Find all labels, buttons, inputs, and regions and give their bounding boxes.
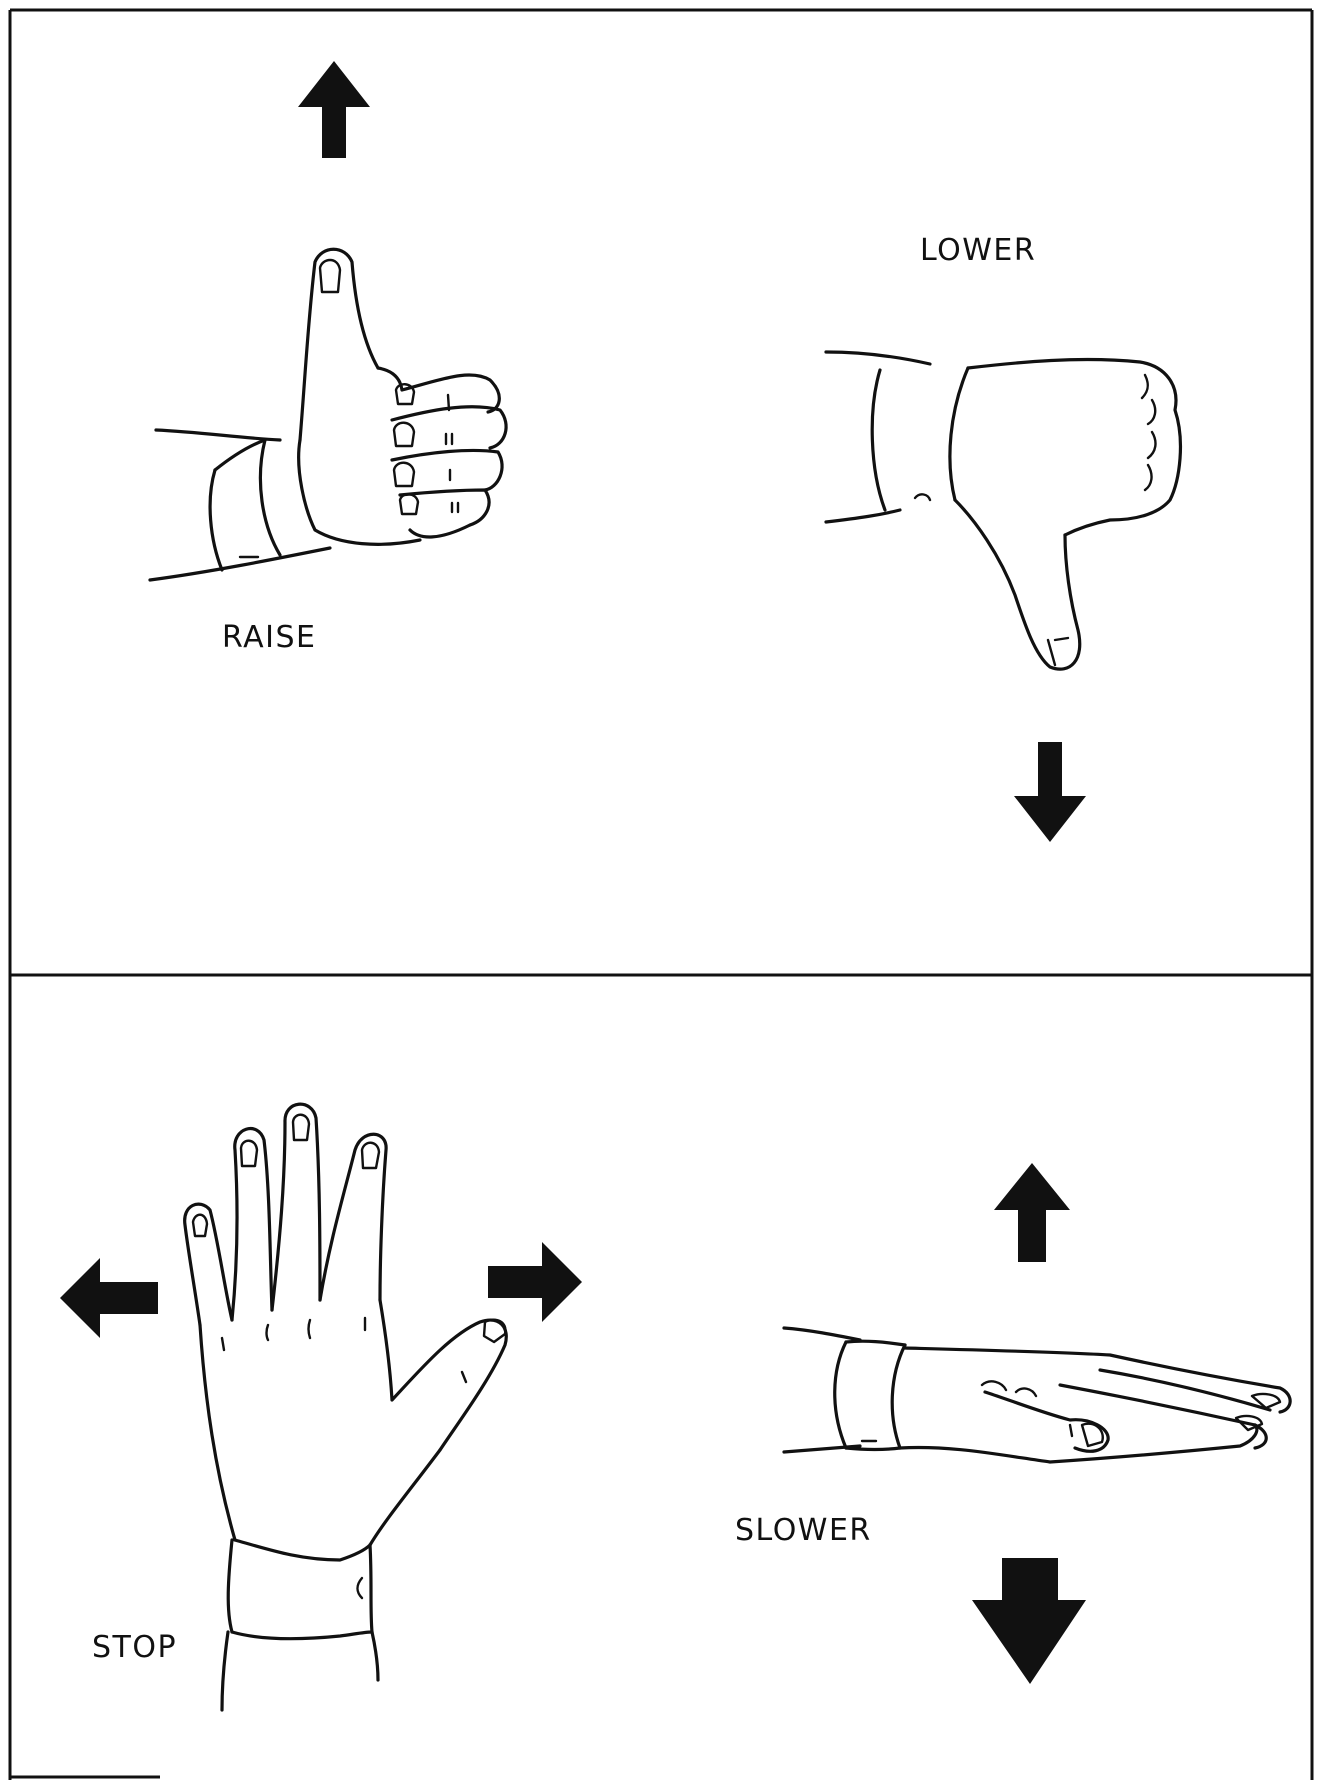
flat-hand-drawing xyxy=(784,1328,1290,1462)
arrow-left-icon xyxy=(60,1258,158,1338)
arrow-down-icon xyxy=(972,1558,1086,1684)
thumbs-up-hand-drawing xyxy=(150,249,506,580)
thumbs-down-hand-drawing xyxy=(826,352,1180,669)
arrow-right-icon xyxy=(488,1242,582,1322)
open-hand-drawing xyxy=(185,1104,507,1710)
lower-label: LOWER xyxy=(920,233,1036,268)
stop-label: STOP xyxy=(92,1630,177,1665)
arrow-up-icon xyxy=(298,61,370,158)
lower-signal: LOWER xyxy=(826,233,1180,842)
slower-signal: SLOWER xyxy=(735,1163,1290,1684)
slower-label: SLOWER xyxy=(735,1513,872,1548)
arrow-up-icon xyxy=(994,1163,1070,1262)
arrow-down-icon xyxy=(1014,742,1086,842)
panel-frame xyxy=(10,10,1312,1780)
raise-signal: RAISE xyxy=(150,61,506,655)
raise-label: RAISE xyxy=(222,620,317,655)
stop-signal: STOP xyxy=(60,1104,582,1710)
